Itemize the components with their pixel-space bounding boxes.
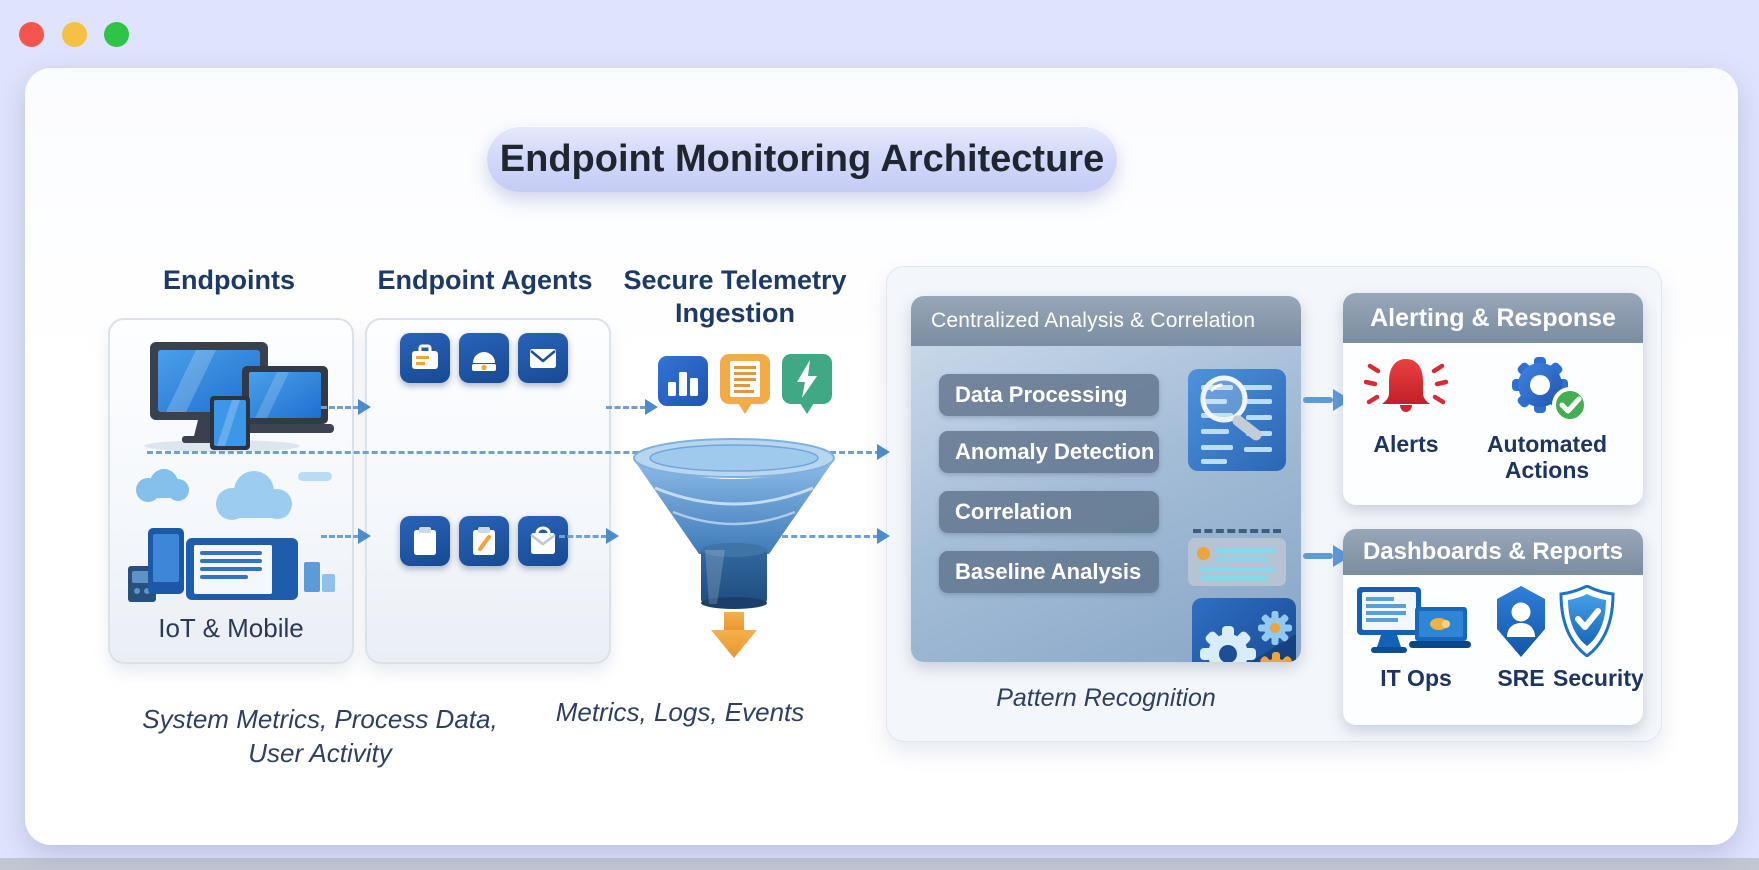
gear-check-icon [1512,357,1588,423]
sre-label: SRE [1497,665,1545,691]
endpoints-caption-line2: User Activity [248,738,392,768]
agent-tile [400,516,450,566]
analysis-header: Centralized Analysis & Correlation [911,296,1301,346]
stage-anomaly-detection: Anomaly Detection [939,431,1159,473]
agent-tile [518,333,568,383]
arrowhead-icon [606,528,619,544]
lightning-bubble-icon [781,353,833,420]
arrow-analysis-alerting [1303,397,1333,403]
monitor-laptop-icon [1357,587,1471,653]
arrowhead-icon [358,399,371,415]
window-bottom-edge [0,858,1759,870]
briefcase-icon [412,344,438,369]
centralized-analysis-panel: Centralized Analysis & Correlation Data … [911,296,1301,662]
dashboards-reports-panel: Dashboards & Reports [1343,529,1643,725]
endpoints-caption-line1: System Metrics, Process Data, [142,704,498,734]
arrow-analysis-dashboards [1303,553,1333,559]
dome-alarm-icon [472,352,496,371]
analysis-caption: Pattern Recognition [996,684,1216,712]
dashboards-header: Dashboards & Reports [1343,529,1643,575]
endpoints-caption: System Metrics, Process Data, User Activ… [100,702,540,770]
stage-data-processing: Data Processing [939,374,1159,416]
endpoints-card: IoT & Mobile [108,318,354,664]
automated-actions-item: Automated Actions [1472,351,1622,483]
minimize-window-button[interactable] [62,22,87,47]
endpoints-heading: Endpoints [163,265,295,295]
agent-tile [459,333,509,383]
arrowhead-icon [877,528,890,544]
flow-dash-funnel-analysis [773,535,879,538]
alerts-label: Alerts [1373,431,1439,457]
case-icon [530,526,556,554]
security-label: Security [1553,665,1643,691]
flow-dash-agents-telemetry-2 [559,535,607,538]
agents-card [365,318,611,664]
alerting-header: Alerting & Response [1343,293,1643,343]
telemetry-caption: Metrics, Logs, Events [555,697,805,727]
stage-baseline-analysis: Baseline Analysis [939,551,1159,593]
stage-correlation: Correlation [939,491,1159,533]
row-separator-dashed-line [147,451,881,454]
arrowhead-icon [645,399,658,415]
it-ops-label: IT Ops [1380,665,1452,691]
shield-check-icon [1559,585,1615,657]
telemetry-heading: Secure Telemetry Ingestion [605,264,865,330]
flow-dash-endpoints-agents-1 [321,406,359,409]
mail-icon [530,349,556,368]
page-title: Endpoint Monitoring Architecture [487,126,1117,192]
agent-tile [400,333,450,383]
person-badge-icon [1497,586,1545,657]
iot-mobile-cloud-icon [128,469,335,602]
bar-chart-icon [657,355,709,412]
agents-heading: Endpoint Agents [377,265,593,295]
alerting-response-panel: Alerting & Response [1343,293,1643,505]
iot-mobile-label: IoT & Mobile [158,613,304,643]
log-list-icon [1188,538,1286,586]
automated-actions-label: Automated Actions [1486,431,1608,483]
orange-bullet-icon [1197,547,1210,560]
telemetry-heading-line2: Ingestion [675,298,795,328]
arrowhead-icon [877,444,890,460]
desktop-laptop-tablet-icon [144,342,334,452]
diagram-canvas: Endpoint Monitoring Architecture Endpoin… [25,68,1738,845]
telemetry-heading-line1: Secure Telemetry [623,265,847,295]
gears-icon [1192,598,1296,662]
document-bubble-icon [719,353,771,420]
flow-dash-agents-telemetry-1 [606,406,646,409]
funnel-icon [629,436,839,667]
analysis-output-container: Centralized Analysis & Correlation Data … [886,266,1662,742]
close-window-button[interactable] [19,22,44,47]
clipboard-icon [414,527,436,555]
agent-tile [459,516,509,566]
alert-bell-icon [1364,359,1448,412]
mini-dashed-divider [1193,529,1281,533]
flow-dash-endpoints-agents-2 [321,535,359,538]
alerts-item: Alerts [1364,351,1448,483]
zoom-window-button[interactable] [104,22,129,47]
magnifier-document-icon [1188,369,1286,471]
arrowhead-icon [358,528,371,544]
clipboard-edit-icon [473,527,495,555]
analysis-body: Data Processing Anomaly Detection Correl… [911,346,1301,662]
agent-tile [518,516,568,566]
